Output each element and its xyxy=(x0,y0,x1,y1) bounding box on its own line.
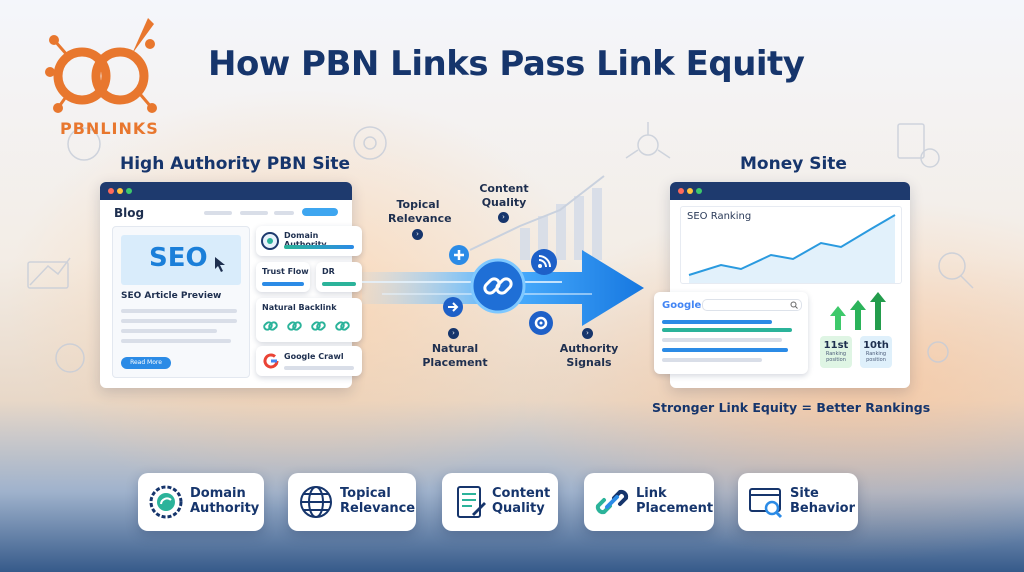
rank-11th-sublabel: Ranking position xyxy=(825,351,847,363)
factor-label-site-behavior: Site Behavior xyxy=(790,486,856,516)
rocket-icon xyxy=(132,18,154,54)
seo-badge: SEO xyxy=(149,243,208,273)
factor-card-site-behavior: Site Behavior xyxy=(738,473,858,531)
backlink-chain-icons xyxy=(263,321,350,331)
article-card: SEO SEO Article Preview Read More xyxy=(112,226,250,378)
google-crawl-card: Google Crawl xyxy=(256,346,362,376)
natural-placement-label: Natural Placement xyxy=(422,342,488,369)
google-g-icon xyxy=(263,353,279,369)
seo-ranking-panel: SEO Ranking xyxy=(680,206,902,284)
rank-10th-badge: 10th Ranking position xyxy=(860,336,892,368)
pbn-site-heading: High Authority PBN Site xyxy=(120,154,351,174)
trend-bg-icon xyxy=(29,257,71,286)
factor-label-link-placement: Link Placement xyxy=(636,486,714,516)
google-crawl-label: Google Crawl xyxy=(284,352,344,361)
domain-authority-label: Domain Authority xyxy=(284,231,327,249)
trust-flow-label: Trust Flow xyxy=(262,267,309,276)
ranking-trend-line xyxy=(688,214,896,283)
logo-text: PBNLINKS xyxy=(60,119,159,138)
target-bg-icon xyxy=(927,341,949,363)
factor-label-domain-authority: Domain Authority xyxy=(190,486,260,516)
read-more-button[interactable]: Read More xyxy=(121,357,171,369)
pbnlinks-logo-icon xyxy=(45,18,157,113)
gear-icon xyxy=(353,126,387,160)
link-hub-icon xyxy=(470,258,526,314)
globe-icon xyxy=(300,486,332,518)
topical-relevance-label: Topical Relevance xyxy=(388,198,452,225)
factor-label-content-quality: Content Quality xyxy=(492,486,551,516)
gear-node-icon xyxy=(529,311,553,335)
authority-seal-icon xyxy=(261,232,279,250)
globe-bg-icon xyxy=(67,127,101,161)
ranking-up-arrows-icon xyxy=(830,292,886,330)
content-quality-dot: › xyxy=(498,212,509,223)
factor-card-domain-authority: Domain Authority xyxy=(138,473,264,531)
gear-bg-icon xyxy=(55,343,85,373)
seal-icon xyxy=(149,485,183,519)
rank-10th-value: 10th xyxy=(863,340,889,351)
trust-flow-card: Trust Flow xyxy=(256,262,310,292)
plus-node-icon xyxy=(449,245,469,265)
topical-relevance-dot: › xyxy=(412,229,423,240)
article-title: SEO Article Preview xyxy=(121,291,222,301)
document-icon xyxy=(457,486,486,518)
factor-card-content-quality: Content Quality xyxy=(442,473,558,531)
factor-card-link-placement: Link Placement xyxy=(584,473,714,531)
blog-label: Blog xyxy=(114,206,145,220)
authority-signals-dot: › xyxy=(582,328,593,339)
menu-button[interactable] xyxy=(302,208,338,216)
network-icon xyxy=(637,134,659,156)
natural-backlink-label: Natural Backlink xyxy=(262,303,337,312)
document-search-icon xyxy=(897,123,925,159)
page-title: How PBN Links Pass Link Equity xyxy=(208,44,805,84)
search-icon xyxy=(790,301,798,309)
rank-11th-badge: 11st Ranking position xyxy=(820,336,852,368)
dr-card: DR xyxy=(316,262,362,292)
pbn-site-window: Blog SEO SEO Article Preview Read More xyxy=(100,182,352,388)
natural-backlink-card: Natural Backlink xyxy=(256,298,362,342)
content-quality-label: Content Quality xyxy=(479,182,529,209)
google-search-input[interactable] xyxy=(702,299,802,311)
dr-label: DR xyxy=(322,267,335,276)
rss-node-icon xyxy=(531,249,557,275)
link-icon xyxy=(595,489,629,515)
money-site-heading: Money Site xyxy=(740,154,847,174)
natural-placement-dot: › xyxy=(448,328,459,339)
rank-11th-value: 11st xyxy=(823,340,849,351)
google-logo-text: Google xyxy=(662,300,702,311)
magnifier-icon xyxy=(938,252,966,280)
factor-label-topical-relevance: Topical Relevance xyxy=(340,486,416,516)
authority-signals-label: Authority Signals xyxy=(559,342,619,369)
google-search-card: Google xyxy=(654,292,808,374)
seo-ranking-label: SEO Ranking xyxy=(687,211,752,222)
domain-authority-card: Domain Authority xyxy=(256,226,362,256)
cursor-icon xyxy=(215,257,225,272)
factor-card-topical-relevance: Topical Relevance xyxy=(288,473,416,531)
arrow-node-icon xyxy=(443,297,463,317)
browser-search-icon xyxy=(749,488,783,519)
rank-10th-sublabel: Ranking position xyxy=(865,351,887,363)
link-equity-caption: Stronger Link Equity = Better Rankings xyxy=(652,400,931,415)
